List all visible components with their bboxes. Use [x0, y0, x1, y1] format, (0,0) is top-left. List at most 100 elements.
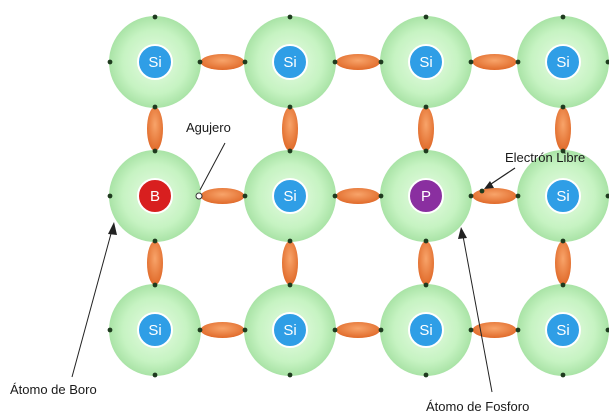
valence-electron: [468, 327, 474, 333]
atom-core: [272, 44, 308, 80]
valence-electron: [242, 59, 248, 65]
arrows-layer: [71, 142, 516, 393]
valence-electron: [152, 238, 158, 244]
hole-marker: [195, 192, 203, 200]
valence-electron: [287, 238, 293, 244]
atom-symbol: Si: [556, 188, 569, 205]
valence-electron: [605, 327, 609, 333]
atom-si: Si: [272, 178, 308, 214]
valence-electron: [560, 282, 566, 288]
covalent-bond: [147, 241, 163, 285]
covalent-bond: [472, 54, 517, 70]
valence-electron: [423, 282, 429, 288]
atom-core: [545, 178, 581, 214]
arrow-hole: [199, 142, 226, 191]
valence-electron: [152, 14, 158, 20]
valence-electron: [515, 327, 521, 333]
arrowhead-boron-atom: [108, 222, 117, 235]
atom-symbol: Si: [148, 54, 161, 71]
arrow-free-electron: [487, 167, 516, 187]
atom-core: [545, 44, 581, 80]
covalent-bond: [200, 322, 245, 338]
atom-core: [137, 178, 173, 214]
label-boron-atom: Átomo de Boro: [10, 382, 97, 397]
atom-si: Si: [545, 312, 581, 348]
valence-electron: [378, 59, 384, 65]
valence-electron: [423, 14, 429, 20]
valence-electron: [107, 327, 113, 333]
atom-symbol: Si: [283, 322, 296, 339]
atom-core: [137, 44, 173, 80]
atom-symbol: Si: [148, 322, 161, 339]
valence-electron: [378, 193, 384, 199]
valence-electron: [378, 327, 384, 333]
covalent-bond: [336, 322, 380, 338]
valence-electron: [515, 59, 521, 65]
arrow-phosphorus-atom: [462, 235, 493, 393]
valence-electron: [423, 148, 429, 154]
valence-electron: [332, 327, 338, 333]
valence-electron: [560, 104, 566, 110]
covalent-bond: [472, 188, 517, 204]
valence-electron: [560, 14, 566, 20]
covalent-bond: [200, 188, 245, 204]
free-electron: [479, 188, 485, 194]
valence-electron: [468, 59, 474, 65]
atom-core: [272, 178, 308, 214]
atom-symbol: Si: [283, 188, 296, 205]
valence-electron: [605, 59, 609, 65]
covalent-bond: [200, 54, 245, 70]
label-free-electron: Electrón Libre: [505, 150, 586, 165]
label-hole: Agujero: [186, 120, 231, 135]
valence-electron: [515, 193, 521, 199]
atom-si: Si: [272, 312, 308, 348]
atom-symbol: Si: [283, 54, 296, 71]
bonds-layer: [147, 54, 571, 338]
atom-core: [408, 178, 444, 214]
valence-electron: [242, 193, 248, 199]
atom-si: Si: [272, 44, 308, 80]
covalent-bond: [418, 241, 434, 285]
covalent-bond: [282, 107, 298, 151]
atom-core: [408, 312, 444, 348]
atom-core: [272, 312, 308, 348]
arrowhead-phosphorus-atom: [458, 227, 467, 239]
covalent-bond: [147, 107, 163, 151]
atom-symbol: Si: [419, 54, 432, 71]
covalent-bond: [418, 107, 434, 151]
atom-core: [545, 312, 581, 348]
covalent-bond: [336, 188, 380, 204]
valence-electron: [560, 148, 566, 154]
valence-electron: [560, 238, 566, 244]
atom-symbol: Si: [556, 322, 569, 339]
valence-electron: [242, 327, 248, 333]
atom-b: B: [137, 178, 173, 214]
atom-core: [408, 44, 444, 80]
covalent-bond: [472, 322, 517, 338]
atom-symbol: Si: [556, 54, 569, 71]
atom-si: Si: [408, 44, 444, 80]
atom-si: Si: [545, 178, 581, 214]
atom-si: Si: [545, 44, 581, 80]
valence-electron: [560, 372, 566, 378]
valence-electron: [605, 193, 609, 199]
valence-electron: [152, 282, 158, 288]
valence-electron: [287, 372, 293, 378]
valence-electron: [197, 59, 203, 65]
valence-electron: [287, 14, 293, 20]
valence-electron: [287, 282, 293, 288]
arrow-boron-atom: [71, 229, 113, 378]
covalent-bond: [555, 107, 571, 151]
atom-symbol: B: [150, 188, 160, 205]
valence-electron: [468, 193, 474, 199]
valence-electron: [287, 104, 293, 110]
covalent-bond: [336, 54, 380, 70]
label-phosphorus-atom: Átomo de Fosforo: [426, 399, 530, 414]
valence-electron: [332, 193, 338, 199]
valence-electron: [423, 104, 429, 110]
atom-symbol: P: [421, 188, 431, 205]
valence-electron: [287, 148, 293, 154]
valence-electron: [107, 193, 113, 199]
